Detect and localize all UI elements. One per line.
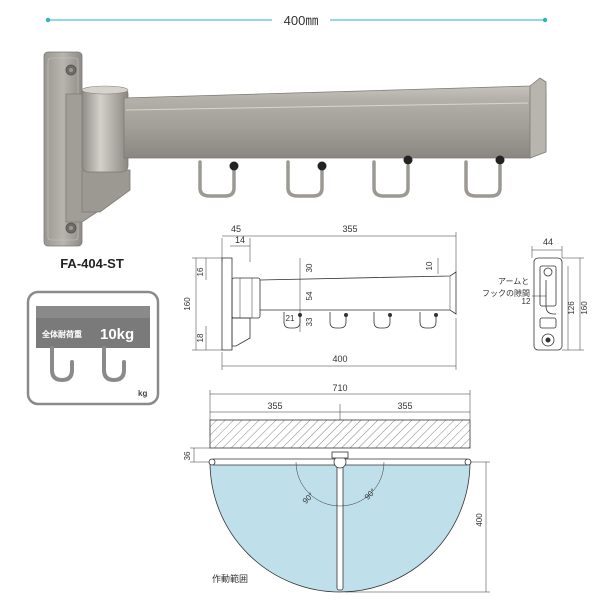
dim-45: 45 xyxy=(231,224,241,234)
dim-36: 36 xyxy=(183,451,192,460)
load-capacity-badge: 全体耐荷重 10kg kg xyxy=(26,290,160,406)
end-view-drawing: 44 アームと フックの隙間 12 126 160 xyxy=(482,237,589,351)
dim-21: 21 xyxy=(286,314,295,323)
side-view-drawing: 45 14 355 16 160 18 xyxy=(183,224,457,370)
hook-icon xyxy=(50,346,126,383)
dim-33: 33 xyxy=(305,317,314,326)
dim-54: 54 xyxy=(305,291,314,300)
gap-note-line2: フックの隙間 xyxy=(482,288,530,298)
photo-width-dimension: 400㎜ xyxy=(45,11,548,29)
model-name: FA-404-ST xyxy=(60,256,124,271)
dim-12: 12 xyxy=(522,297,531,306)
product-photo xyxy=(43,51,547,247)
photo-width-label: 400㎜ xyxy=(284,13,319,28)
dim-10: 10 xyxy=(425,261,434,270)
dim-126: 126 xyxy=(567,301,576,315)
dim-355: 355 xyxy=(342,224,357,234)
dim-400: 400 xyxy=(332,354,347,364)
dim-44: 44 xyxy=(543,237,553,247)
gap-note-line1: アームと xyxy=(498,277,529,286)
load-prefix: 全体耐荷重 xyxy=(41,329,82,339)
range-label: 作動範囲 xyxy=(212,573,248,584)
dim-18: 18 xyxy=(196,333,205,342)
dim-160-end: 160 xyxy=(580,301,589,315)
dim-355-left: 355 xyxy=(267,401,282,411)
dim-355-right: 355 xyxy=(397,401,412,411)
dim-710: 710 xyxy=(332,383,347,393)
load-value: 10kg xyxy=(100,326,134,343)
dim-range-400: 400 xyxy=(475,513,484,527)
dim-16: 16 xyxy=(196,267,205,276)
load-unit: kg xyxy=(138,389,147,398)
hook-icon xyxy=(198,160,502,198)
dim-30: 30 xyxy=(305,263,314,272)
dim-14: 14 xyxy=(235,235,245,245)
top-view-drawing: 710 355 355 36 90° 90° 400 作動範囲 xyxy=(183,383,490,593)
dim-160: 160 xyxy=(183,297,192,311)
